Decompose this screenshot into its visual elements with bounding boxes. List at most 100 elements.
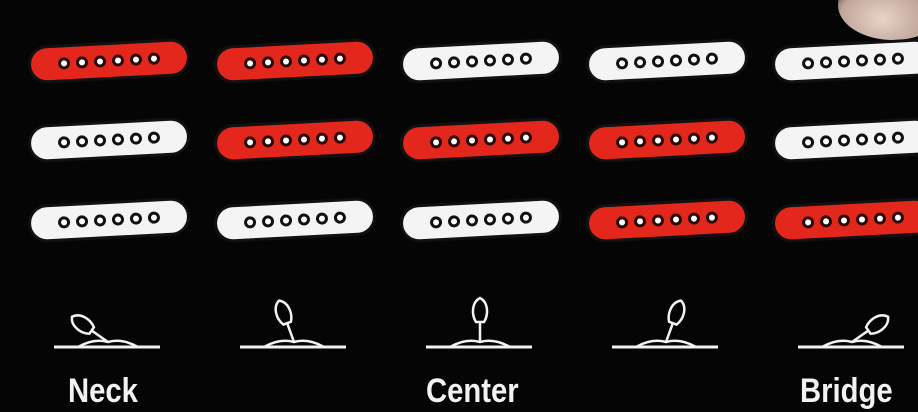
label-center: Center (426, 372, 519, 411)
pole-piece (280, 55, 293, 68)
pole-piece (652, 134, 665, 147)
bridge-pickup-inactive (27, 197, 191, 243)
pole-piece (244, 136, 257, 149)
middle-pickup-inactive (771, 117, 918, 163)
pole-piece (706, 211, 719, 224)
pole-piece (448, 215, 461, 228)
switch-tip (272, 298, 293, 325)
pole-piece (616, 136, 629, 149)
pole-piece (820, 215, 833, 228)
switch-lever (272, 298, 300, 344)
pole-piece (616, 216, 629, 229)
pole-piece (616, 57, 629, 70)
pole-piece (820, 56, 833, 69)
pole-piece (244, 57, 257, 70)
pole-piece (148, 211, 161, 224)
pole-piece (520, 131, 533, 144)
pole-piece (634, 215, 647, 228)
pole-piece (334, 131, 347, 144)
pole-piece (298, 133, 311, 146)
pole-piece (130, 53, 143, 66)
neck-pickup-active (213, 38, 377, 84)
pole-piece (148, 131, 161, 144)
pole-piece (466, 214, 479, 227)
pole-piece (130, 212, 143, 225)
middle-pickup-active (399, 117, 563, 163)
pole-piece (802, 136, 815, 149)
position-middle-bridge (586, 0, 761, 412)
neck-pickup-inactive (399, 38, 563, 84)
pole-piece (262, 135, 275, 148)
pole-piece (706, 131, 719, 144)
bridge-pickup-active (585, 197, 749, 243)
pole-piece (448, 56, 461, 69)
pole-piece (148, 52, 161, 65)
pole-piece (280, 214, 293, 227)
pole-piece (706, 52, 719, 65)
middle-pickup-active (585, 117, 749, 163)
pole-piece (430, 216, 443, 229)
pole-piece (316, 132, 329, 145)
pole-piece (466, 55, 479, 68)
selector-switch-icon (214, 290, 374, 360)
pole-piece (448, 135, 461, 148)
middle-pickup-active (213, 117, 377, 163)
pole-piece (874, 132, 887, 145)
selector-switch-icon (586, 290, 746, 360)
position-neck-middle (214, 0, 389, 412)
pole-piece (130, 132, 143, 145)
pole-piece (484, 213, 497, 226)
pole-piece (634, 135, 647, 148)
position-center (400, 0, 575, 412)
pole-piece (892, 131, 905, 144)
pole-piece (112, 213, 125, 226)
pole-piece (262, 215, 275, 228)
pole-piece (502, 53, 515, 66)
pole-piece (838, 134, 851, 147)
pole-piece (502, 212, 515, 225)
pole-piece (334, 52, 347, 65)
pole-piece (76, 135, 89, 148)
position-neck (28, 0, 203, 412)
pole-piece (688, 53, 701, 66)
pole-piece (280, 134, 293, 147)
pole-piece (670, 133, 683, 146)
selector-switch-icon (400, 290, 560, 360)
pole-piece (856, 213, 869, 226)
neck-pickup-active (27, 38, 191, 84)
pole-piece (244, 216, 257, 229)
switch-tip (473, 298, 487, 322)
pole-piece (874, 53, 887, 66)
pole-piece (688, 212, 701, 225)
pole-piece (856, 54, 869, 67)
pole-piece (316, 53, 329, 66)
switch-lever (473, 298, 487, 342)
switch-tip (68, 311, 96, 336)
pole-piece (892, 211, 905, 224)
pole-piece (94, 214, 107, 227)
label-neck: Neck (68, 372, 138, 411)
pole-piece (520, 211, 533, 224)
pole-piece (466, 134, 479, 147)
middle-pickup-inactive (27, 117, 191, 163)
pole-piece (58, 136, 71, 149)
pole-piece (112, 54, 125, 67)
pole-piece (856, 133, 869, 146)
pole-piece (502, 132, 515, 145)
pole-piece (334, 211, 347, 224)
pole-piece (670, 213, 683, 226)
pole-piece (316, 212, 329, 225)
pole-piece (802, 216, 815, 229)
pole-piece (58, 216, 71, 229)
neck-pickup-inactive (585, 38, 749, 84)
switch-lever (659, 298, 687, 344)
position-bridge (772, 0, 918, 412)
pole-piece (484, 54, 497, 67)
pole-piece (430, 57, 443, 70)
pole-piece (430, 136, 443, 149)
pole-piece (112, 133, 125, 146)
pole-piece (892, 52, 905, 65)
pole-piece (520, 52, 533, 65)
pole-piece (94, 55, 107, 68)
